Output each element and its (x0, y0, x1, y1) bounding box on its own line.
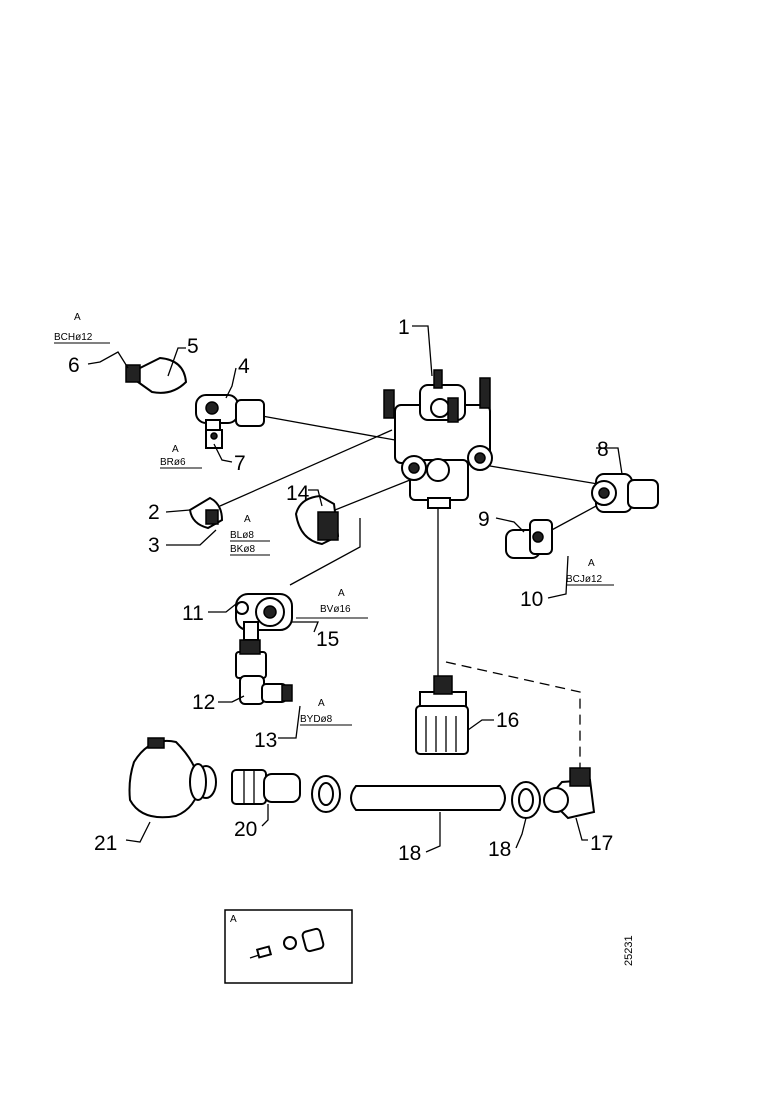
tee-fitting-part-4 (195, 394, 265, 435)
hose-clamp-part-18 (511, 781, 541, 819)
inset-letter: A (230, 914, 237, 925)
label-13: 13 (254, 729, 277, 752)
label-20: 20 (234, 818, 257, 841)
code-7: BRø6 (160, 457, 186, 468)
leader-lines (87, 325, 623, 853)
adapter-part-20 (195, 765, 301, 805)
hose-clamp-left (311, 775, 341, 813)
label-18-hose: 18 (398, 842, 421, 865)
label-17: 17 (590, 832, 613, 855)
elbow-fitting-part-5 (125, 356, 188, 394)
cap-part-14 (294, 494, 340, 546)
elbow-fitting-part-9 (505, 519, 553, 559)
part-number-labels: 1 5 4 6 7 2 3 14 8 9 10 11 15 12 13 16 2… (68, 316, 613, 865)
letter-a-10: A (588, 558, 595, 569)
letter-a-6: A (74, 312, 81, 323)
letter-a-13: A (318, 698, 325, 709)
housing-part-21 (128, 737, 207, 819)
fitting-part-12 (235, 639, 293, 705)
code-13: BYDø8 (300, 714, 333, 725)
straight-fitting-part-8 (591, 473, 659, 513)
hose-part-18 (350, 785, 506, 811)
letter-a-7: A (172, 444, 179, 455)
valve-body-part-1 (383, 369, 493, 509)
label-12: 12 (192, 691, 215, 714)
label-11: 11 (182, 602, 204, 625)
inset-detail-a: A (224, 909, 353, 984)
code-6: BCHø12 (54, 332, 93, 343)
small-fitting-part-7 (205, 429, 223, 449)
label-6: 6 (68, 354, 80, 377)
label-15: 15 (316, 628, 339, 651)
label-21: 21 (94, 832, 117, 855)
label-18-clamp: 18 (488, 838, 511, 861)
code-15: BVø16 (320, 604, 351, 615)
code-10: BCJø12 (566, 574, 603, 585)
filter-part-16 (415, 675, 469, 755)
code-3b: BKø8 (230, 544, 255, 555)
label-8: 8 (597, 438, 609, 461)
letter-a-15: A (338, 588, 345, 599)
label-3: 3 (148, 534, 160, 557)
label-16: 16 (496, 709, 519, 732)
pipe-lines (219, 415, 599, 775)
code-3a: BLø8 (230, 530, 254, 541)
plug-part-2 (188, 496, 224, 530)
figure-number: 25231 (623, 935, 635, 966)
label-2: 2 (148, 501, 160, 524)
label-10: 10 (520, 588, 543, 611)
label-5: 5 (187, 335, 199, 358)
hose-code-labels: A BCHø12 A BRø6 A BLø8 BKø8 A BCJø12 A B… (54, 312, 614, 726)
label-1: 1 (398, 316, 410, 339)
label-4: 4 (238, 355, 250, 378)
elbow-fitting-part-17 (543, 767, 596, 820)
letter-a-3: A (244, 514, 251, 525)
label-9: 9 (478, 508, 490, 531)
connector-part-15 (235, 593, 293, 641)
label-14: 14 (286, 482, 310, 505)
label-7: 7 (234, 452, 246, 475)
